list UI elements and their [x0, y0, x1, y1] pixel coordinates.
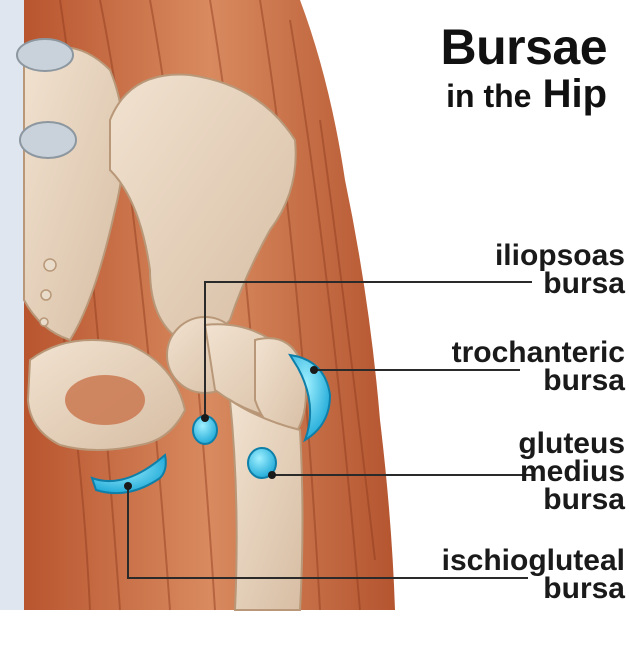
gluteus-medius-label-line-1: gluteus: [518, 430, 625, 458]
gluteus-medius-label-line-2: medius: [518, 458, 625, 486]
ischiogluteal-label-line-1: ischiogluteal: [442, 547, 625, 575]
gluteus-medius-label-line-3: bursa: [518, 486, 625, 514]
iliopsoas-label: iliopsoas bursa: [495, 242, 625, 298]
trochanteric-label-line-1: trochanteric: [452, 339, 625, 367]
title-line-1: Bursae: [440, 22, 607, 72]
title-line-2-prefix: in the: [446, 78, 531, 114]
iliopsoas-label-line-2: bursa: [495, 270, 625, 298]
ischiogluteal-label: ischiogluteal bursa: [442, 547, 625, 603]
title-line-2-main: Hip: [543, 72, 607, 116]
page-title: Bursae in the Hip: [440, 22, 607, 114]
title-line-2: in the Hip: [440, 74, 607, 114]
iliopsoas-label-line-1: iliopsoas: [495, 242, 625, 270]
trochanteric-label-line-2: bursa: [452, 367, 625, 395]
ischiogluteal-label-line-2: bursa: [442, 575, 625, 603]
gluteus-medius-label: gluteus medius bursa: [518, 430, 625, 514]
trochanteric-label: trochanteric bursa: [452, 339, 625, 395]
obturator-foramen: [65, 375, 145, 425]
